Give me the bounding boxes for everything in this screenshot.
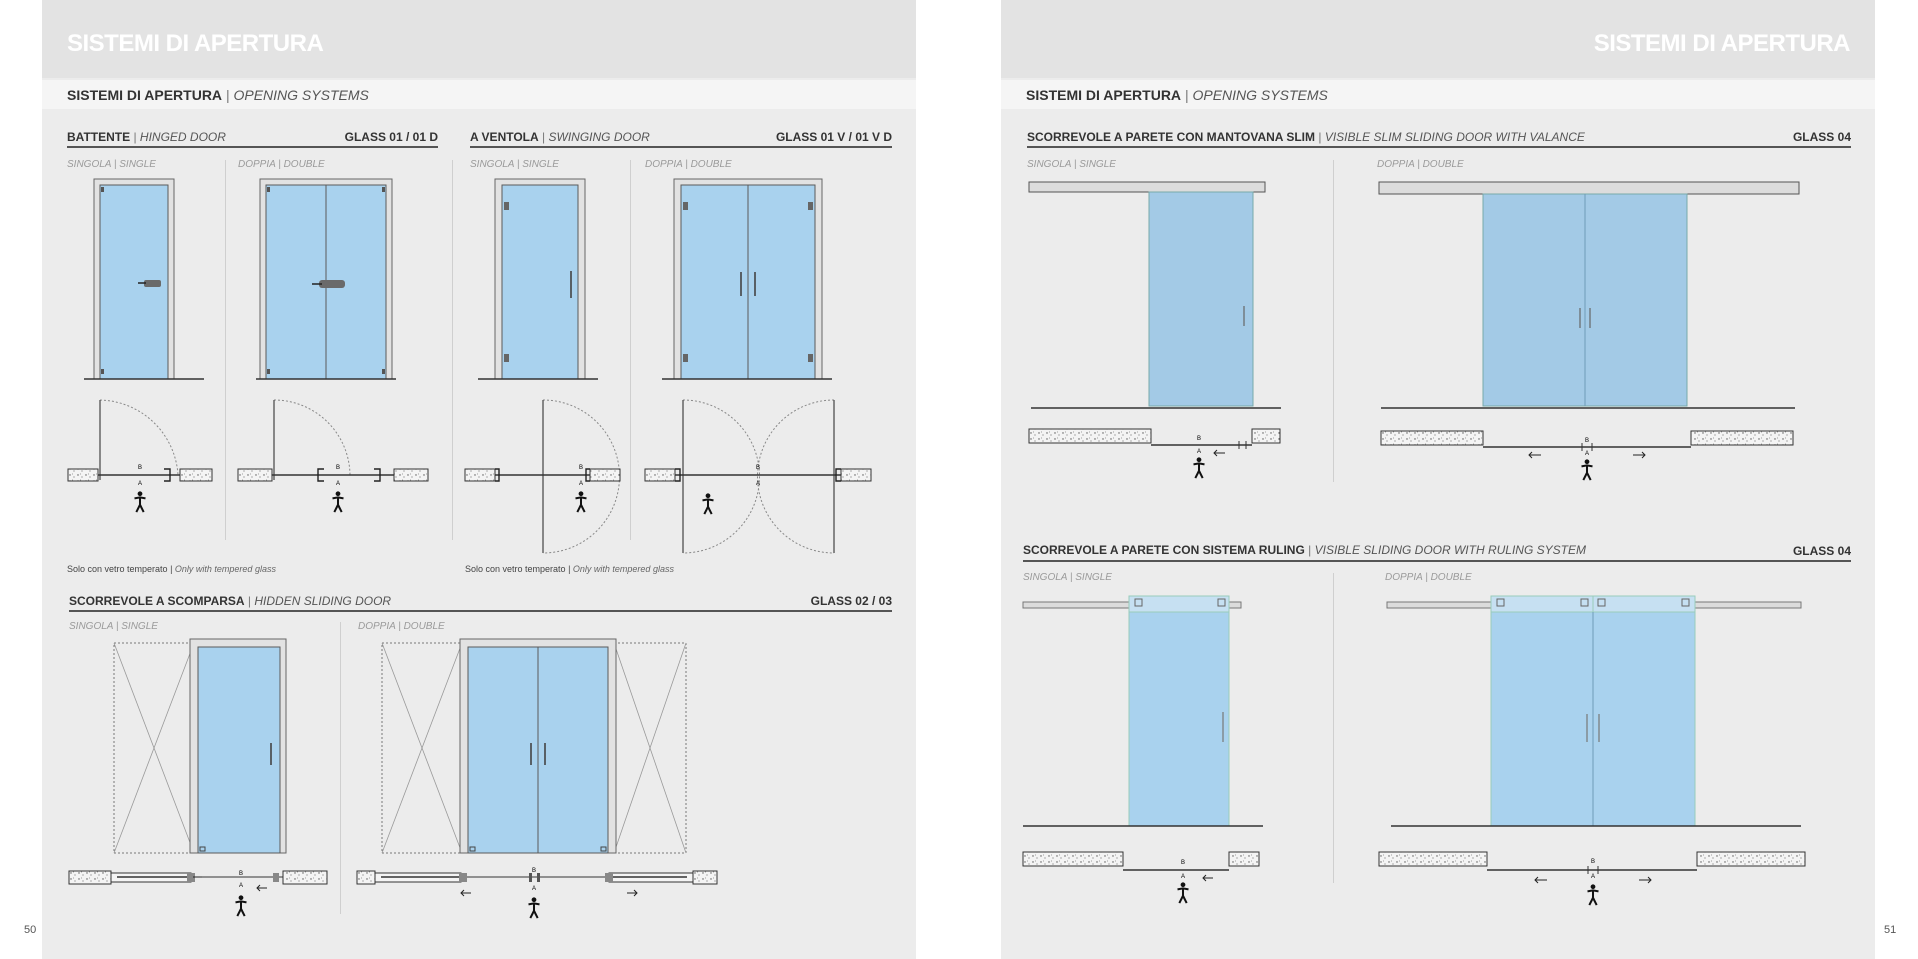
section-code-hidden-sliding: GLASS 02 / 03 (810, 594, 892, 608)
svg-text:A: A (756, 481, 760, 487)
note-tempered-glass: Solo con vetro temperato | Only with tem… (465, 564, 674, 574)
section-code-ruling: GLASS 04 (1792, 544, 1851, 558)
section-title-valance: SCORREVOLE A PARETE CON MANTOVANA SLIM |… (1027, 130, 1585, 144)
svg-text:A: A (532, 886, 536, 892)
svg-text:B: B (138, 465, 142, 471)
hinged-double-plan: B A (237, 399, 429, 513)
swinging-single-plan: B A (464, 399, 621, 554)
subheader-sub: OPENING SYSTEMS (1192, 87, 1328, 103)
section-rule (1027, 146, 1851, 148)
svg-text:A: A (239, 883, 243, 889)
variant-label-double: DOPPIA | DOUBLE (238, 159, 325, 170)
ruling-double-elevation (1386, 595, 1802, 827)
subheader: SISTEMI DI APERTURA | OPENING SYSTEMS (42, 80, 916, 109)
variant-label-single: SINGOLA | SINGLE (470, 159, 559, 170)
section-rule (69, 610, 892, 612)
hidden-sliding-single-plan: B A (68, 870, 328, 917)
column-divider (1333, 573, 1334, 883)
section-code-hinged: GLASS 01 / 01 D (344, 130, 438, 144)
subheader-main: SISTEMI DI APERTURA (67, 87, 223, 103)
variant-label-single: SINGOLA | SINGLE (1023, 572, 1112, 583)
section-rule (1023, 560, 1851, 562)
page-banner: SISTEMI DI APERTURA (42, 0, 916, 78)
valance-single-elevation (1028, 181, 1281, 409)
variant-label-double: DOPPIA | DOUBLE (645, 159, 732, 170)
column-divider (452, 160, 453, 540)
column-divider (225, 160, 226, 540)
svg-text:B: B (336, 465, 340, 471)
column-divider (1333, 160, 1334, 482)
svg-text:B: B (756, 465, 760, 471)
page-number-left: 50 (24, 924, 37, 936)
section-title-swinging: A VENTOLA | SWINGING DOOR (470, 130, 650, 144)
variant-label-single: SINGOLA | SINGLE (69, 621, 158, 632)
hinged-single-elevation (84, 178, 204, 380)
variant-label-single: SINGOLA | SINGLE (67, 159, 156, 170)
column-divider (630, 160, 631, 540)
svg-text:B: B (579, 465, 583, 471)
svg-text:A: A (579, 481, 583, 487)
right-page: SISTEMI DI APERTURA SISTEMI DI APERTURA … (1001, 0, 1875, 959)
valance-single-plan: B A (1028, 428, 1281, 479)
svg-text:B: B (532, 868, 536, 874)
variant-label-double: DOPPIA | DOUBLE (1377, 159, 1464, 170)
variant-label-double: DOPPIA | DOUBLE (358, 621, 445, 632)
valance-double-plan: B A (1380, 430, 1794, 481)
swinging-single-elevation (478, 178, 598, 380)
subheader-sub: OPENING SYSTEMS (233, 87, 369, 103)
note-tempered-glass: Solo con vetro temperato | Only with tem… (67, 564, 276, 574)
subheader: SISTEMI DI APERTURA | OPENING SYSTEMS (1001, 80, 1875, 109)
column-divider (340, 622, 341, 914)
svg-text:A: A (336, 481, 340, 487)
section-rule (67, 146, 438, 148)
left-page: SISTEMI DI APERTURA SISTEMI DI APERTURA … (42, 0, 916, 959)
valance-double-elevation (1378, 181, 1800, 409)
variant-label-double: DOPPIA | DOUBLE (1385, 572, 1472, 583)
variant-label-single: SINGOLA | SINGLE (1027, 159, 1116, 170)
svg-text:B: B (1197, 436, 1201, 442)
section-title-ruling: SCORREVOLE A PARETE CON SISTEMA RULING |… (1023, 543, 1586, 557)
section-rule (470, 146, 892, 148)
section-title-hidden-sliding: SCORREVOLE A SCOMPARSA | HIDDEN SLIDING … (69, 594, 392, 608)
banner-title: SISTEMI DI APERTURA (67, 30, 324, 57)
hidden-sliding-double-elevation (381, 638, 687, 854)
section-code-swinging: GLASS 01 V / 01 V D (775, 130, 892, 144)
svg-text:A: A (1591, 874, 1595, 880)
ruling-double-plan: B A (1378, 851, 1806, 906)
svg-text:A: A (138, 481, 142, 487)
swinging-double-elevation (662, 178, 832, 380)
hinged-single-plan: B A (67, 399, 213, 513)
svg-text:B: B (1585, 438, 1589, 444)
section-title-hinged: BATTENTE | HINGED DOOR (67, 130, 226, 144)
hinged-double-elevation (256, 178, 396, 380)
svg-text:B: B (1591, 859, 1595, 865)
svg-text:B: B (239, 871, 243, 877)
banner-title: SISTEMI DI APERTURA (1593, 30, 1851, 57)
hidden-sliding-single-elevation (113, 638, 287, 854)
page-banner: SISTEMI DI APERTURA (1001, 0, 1875, 78)
section-code-valance: GLASS 04 (1792, 130, 1851, 144)
swinging-double-plan: B A (644, 399, 872, 554)
hidden-sliding-double-plan: B A (356, 868, 718, 919)
ruling-single-plan: B A (1022, 851, 1260, 904)
svg-text:A: A (1181, 874, 1185, 880)
svg-text:A: A (1585, 451, 1589, 457)
svg-text:B: B (1181, 860, 1185, 866)
svg-text:A: A (1197, 449, 1201, 455)
subheader-main: SISTEMI DI APERTURA (1026, 87, 1182, 103)
ruling-single-elevation (1022, 595, 1263, 827)
page-number-right: 51 (1884, 924, 1897, 936)
